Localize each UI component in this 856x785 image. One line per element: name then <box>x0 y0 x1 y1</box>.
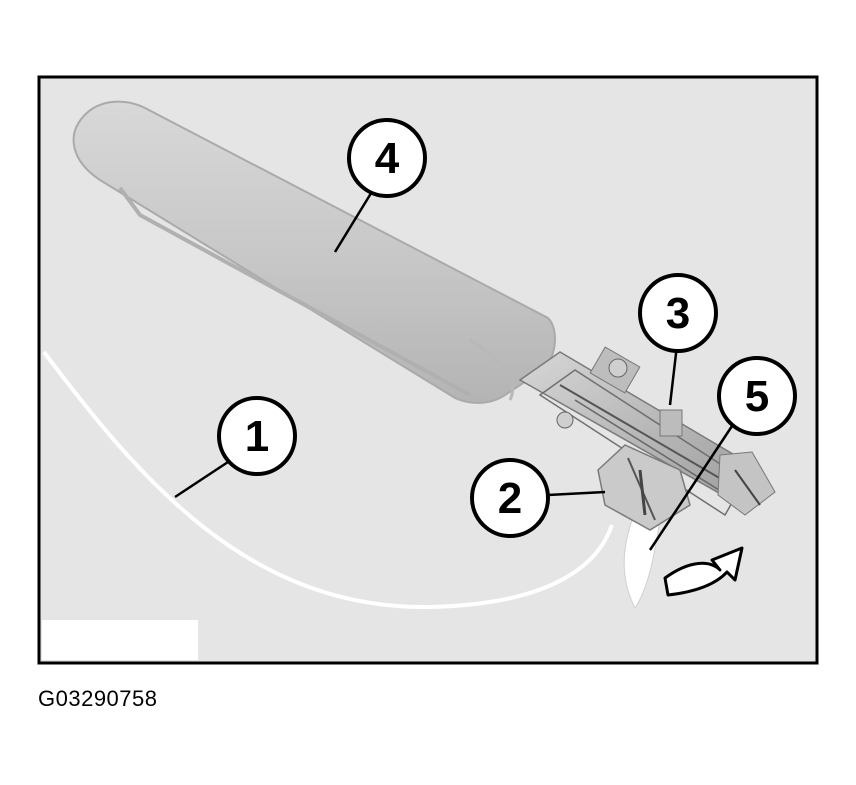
leader-line-3 <box>668 344 679 406</box>
callout-5-label: 5 <box>745 372 769 421</box>
trim-edge-line <box>42 350 614 610</box>
leader-line-4 <box>333 189 375 253</box>
figure-id-label: G03290758 <box>38 686 158 711</box>
callout-3: 3 <box>638 273 718 353</box>
rotation-arrow <box>663 546 744 597</box>
callout-1-label: 1 <box>245 412 269 461</box>
callout-2-label: 2 <box>498 474 522 523</box>
callout-4-label: 4 <box>375 134 400 183</box>
leader-lines <box>174 189 738 551</box>
callout-1: 1 <box>217 396 297 476</box>
leader-line-5 <box>648 419 738 551</box>
callout-5: 5 <box>717 356 797 436</box>
leader-line-2 <box>547 490 606 497</box>
leader-line-1 <box>174 460 229 499</box>
tool-handle <box>72 100 556 404</box>
callout-3-label: 3 <box>666 289 690 338</box>
clamp-jaw <box>597 444 691 531</box>
callout-2: 2 <box>470 458 550 538</box>
callout-4: 4 <box>347 118 427 198</box>
